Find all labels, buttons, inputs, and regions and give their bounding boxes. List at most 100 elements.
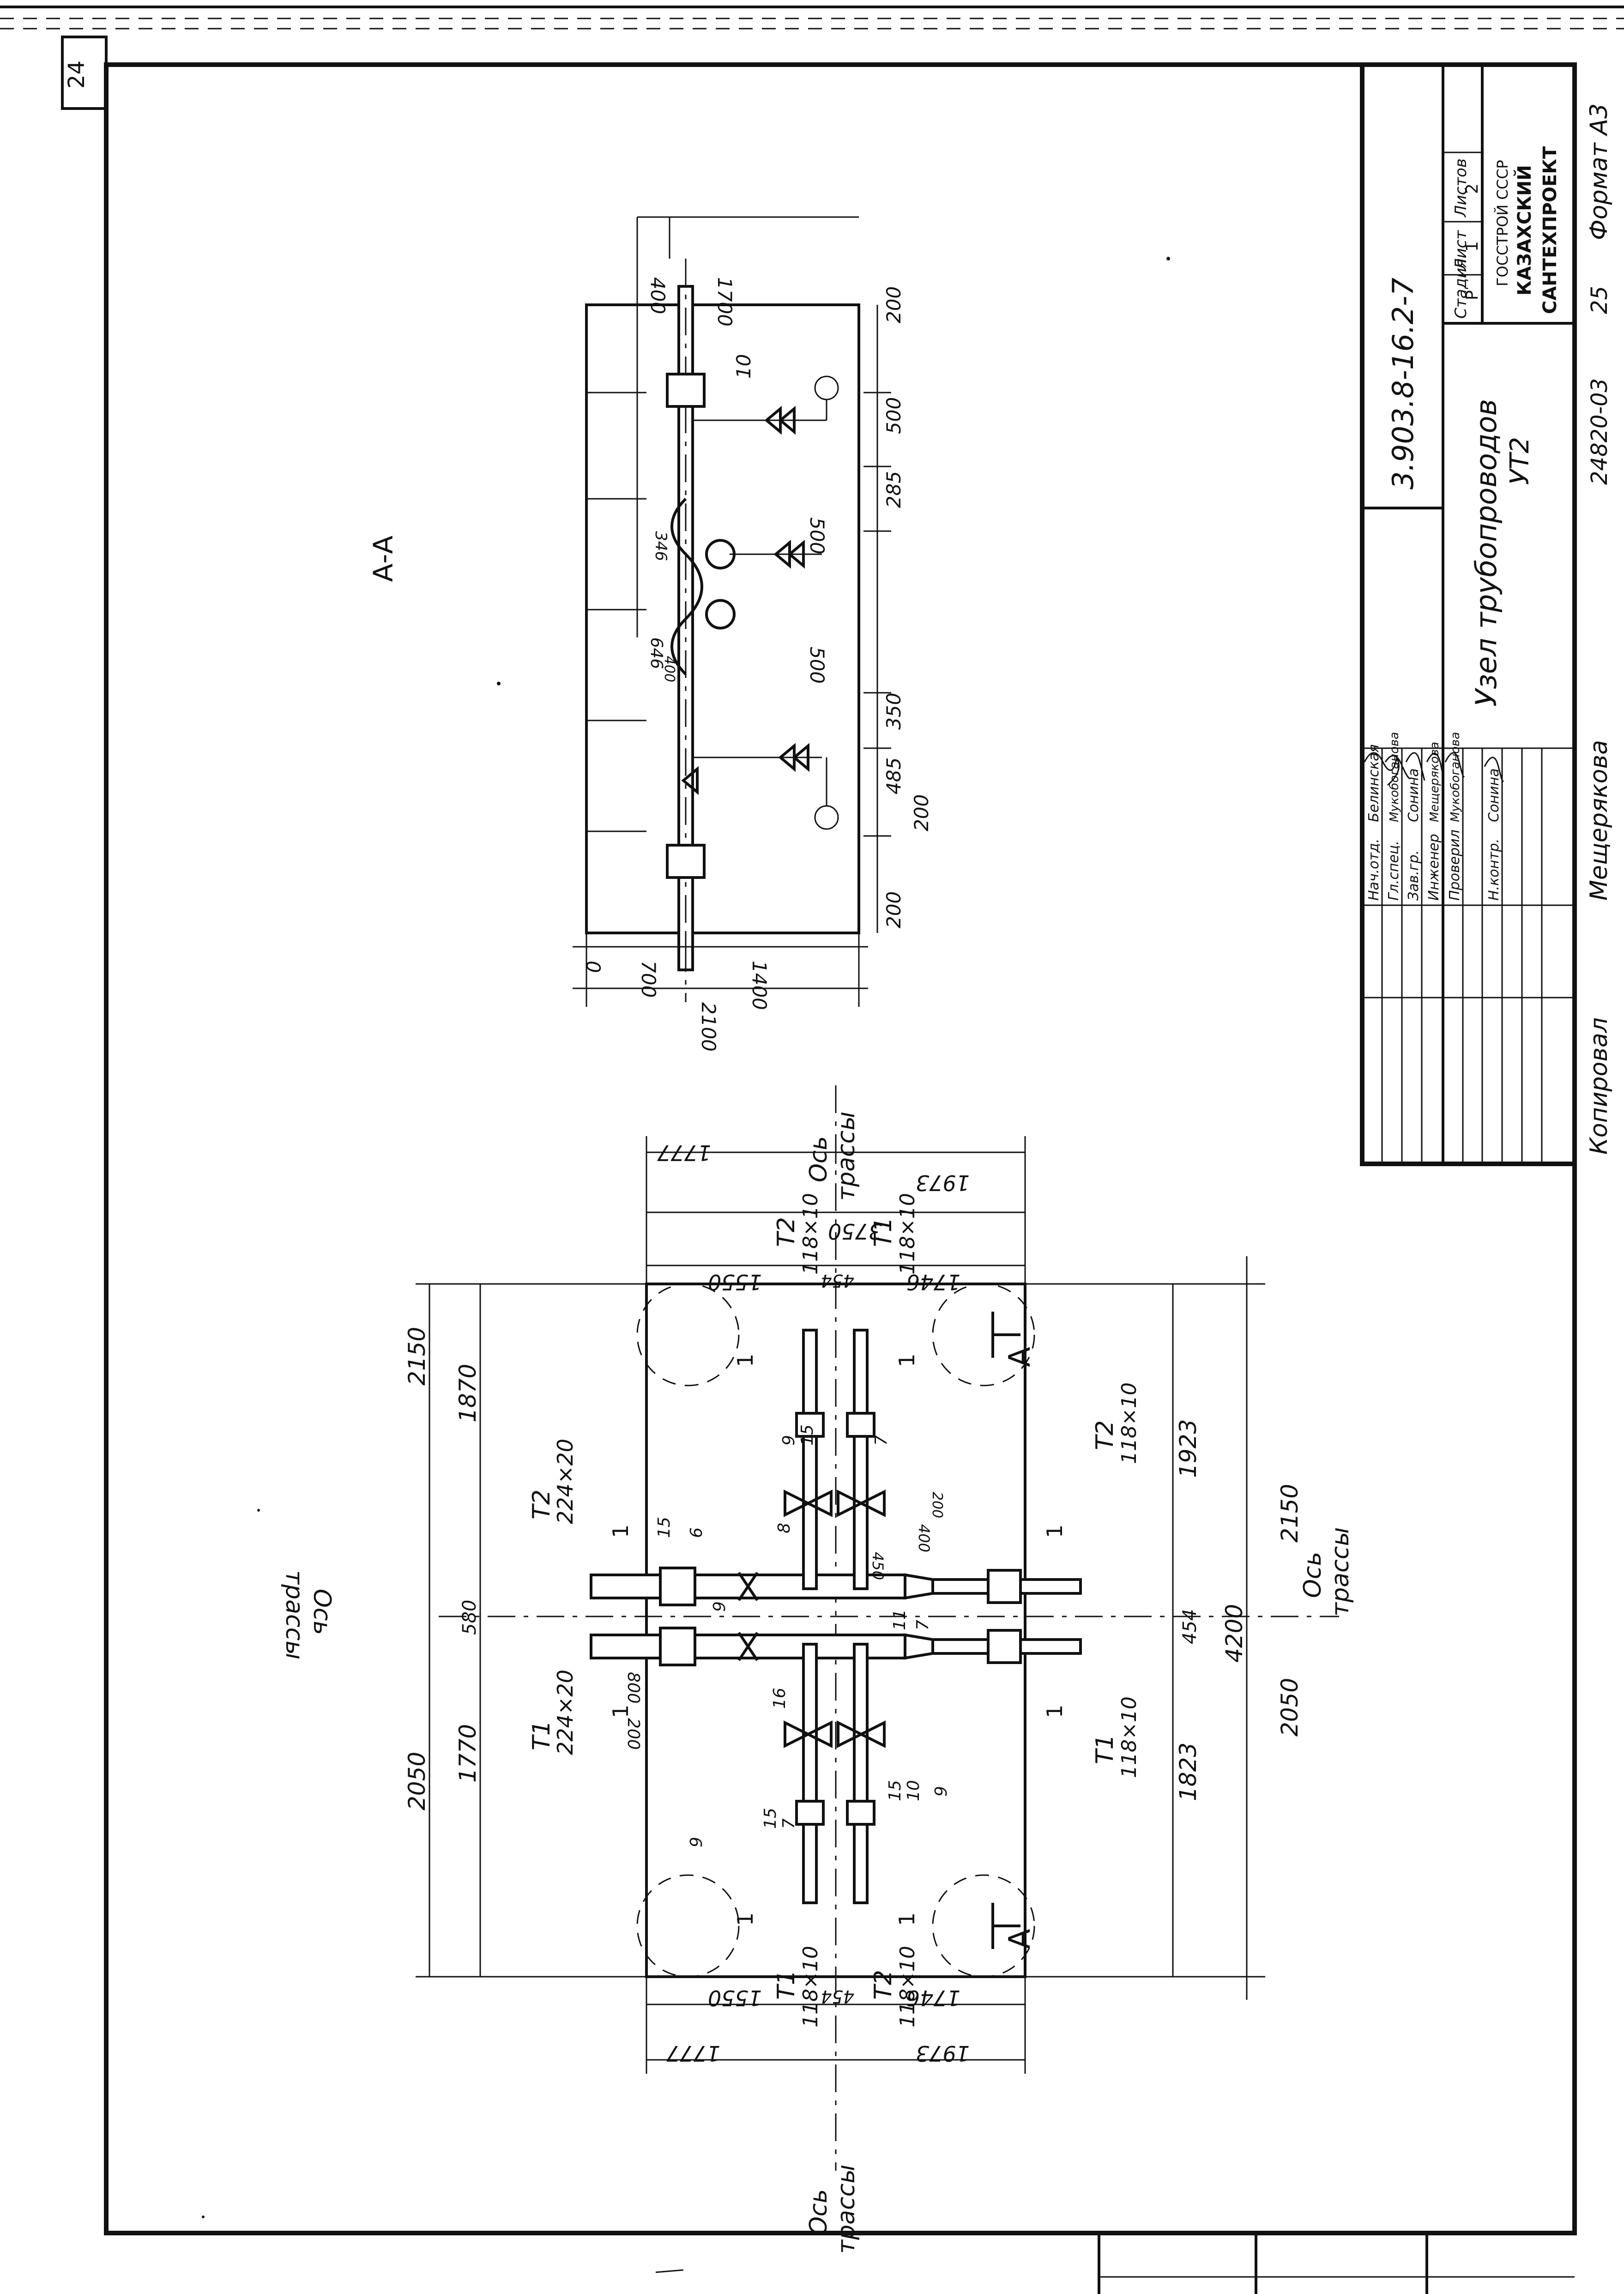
staff-role: Проверил: [1447, 829, 1463, 901]
pipe-size: 118×10: [1117, 1696, 1141, 1778]
dim-text: 200: [882, 286, 905, 323]
staff-name: Сонина: [1486, 769, 1502, 822]
staff-name: Мещерякова: [1428, 742, 1442, 822]
title-line-1: Узел трубопроводов: [1469, 399, 1503, 707]
sheet-header: Лист: [1452, 230, 1470, 271]
pipe-size: 118×10: [1117, 1382, 1141, 1464]
top-binding-lines: [0, 6, 1624, 30]
title-line-2: УТ2: [1505, 437, 1535, 485]
dim-text: 3750: [828, 1219, 882, 1244]
position-number: 15: [761, 1808, 780, 1829]
position-number: 7: [913, 1620, 932, 1630]
org-line-3: САНТЕХПРОЕКТ: [1539, 146, 1561, 314]
position-number: 15: [798, 1424, 817, 1446]
dim-text: 400: [661, 656, 677, 682]
dim-text: 0: [582, 961, 604, 973]
pipe-label: Т1: [1091, 1734, 1119, 1764]
axis-label: Ось: [1299, 1552, 1327, 1598]
position-number: 7: [779, 1818, 798, 1829]
signature-scribble: [1405, 752, 1425, 781]
signature-scribble: [1364, 752, 1400, 786]
dim-text: 450: [869, 1552, 887, 1580]
position-number: 9: [932, 1786, 951, 1797]
dim-text: 4200: [1221, 1604, 1248, 1663]
section-marker: А: [1003, 1347, 1037, 1367]
position-number: 9: [779, 1435, 798, 1446]
dim-text: 1400: [748, 961, 771, 1010]
signature-scribble: [1484, 757, 1504, 782]
page-ref: 25: [1587, 286, 1612, 314]
position-number: 8: [775, 1523, 794, 1533]
section-marker-1: 1: [894, 1913, 919, 1926]
dim-text: 454: [821, 1271, 854, 1291]
dim-text: 1746: [906, 1270, 960, 1295]
section-marker-1: 1: [733, 1913, 758, 1926]
copied-label: Копировал: [1585, 1017, 1613, 1155]
dim-text: 400: [915, 1524, 933, 1552]
pipe-label: Т1: [773, 1970, 800, 2000]
bottom-stub: [1098, 2233, 1575, 2294]
dim-text: 2050: [404, 1752, 430, 1810]
org-line-1: ГОССТРОЙ СССР: [1494, 160, 1511, 286]
org-line-2: КАЗАХСКИЙ: [1513, 165, 1535, 296]
dim-text: 1973: [916, 1170, 970, 1195]
dim-text: 1973: [916, 2041, 970, 2066]
pipe-label: Т2: [528, 1489, 555, 1519]
pipe-size: 118×10: [896, 1946, 919, 2028]
dim-text: 1823: [1175, 1743, 1201, 1801]
section-marker: А: [1003, 1929, 1037, 1949]
format-label: Формат А3: [1585, 103, 1613, 240]
dim-text: 2150: [404, 1327, 430, 1386]
dim-text: 454: [821, 1986, 854, 2007]
axis-label: трассы: [280, 1570, 308, 1659]
signature-scribble: [1426, 752, 1445, 784]
dim-text: 1700: [713, 277, 736, 327]
page-number: 24: [64, 61, 90, 89]
position-number: 11: [890, 1609, 909, 1630]
position-number: 15: [886, 1780, 905, 1801]
dim-text: 1770: [454, 1724, 481, 1783]
dim-text: 1870: [454, 1364, 481, 1422]
pipe-size: 118×10: [896, 1193, 919, 1275]
stage-value: Р: [1463, 290, 1482, 300]
dim-text: 485: [882, 757, 905, 794]
pipe-label: Т1: [869, 1217, 897, 1247]
section-a-a: А-А 10 400 1700: [368, 216, 933, 1052]
pipe-size: 224×20: [553, 1670, 578, 1755]
title-block: 3.903.8-16.2-7 Узел трубопроводов УТ2 Ст…: [1360, 62, 1613, 1166]
axis-label: трассы: [833, 2165, 860, 2254]
dim-text: 1550: [708, 1270, 762, 1295]
copier-name: Мещерякова: [1585, 740, 1613, 901]
scan-specks: [202, 257, 1170, 2273]
dim-text: 580: [459, 1600, 480, 1635]
section-marker-1: 1: [733, 1354, 758, 1367]
dim-text: 2050: [1276, 1678, 1303, 1737]
staff-role: Н.контр.: [1486, 839, 1502, 901]
dim-text: 500: [806, 517, 828, 554]
dim-text: 800: [624, 1672, 643, 1704]
signature-scribble: [1384, 755, 1412, 780]
position-number: 9: [687, 1837, 706, 1847]
position-number: 7: [872, 1435, 891, 1446]
section-marker-1: 1: [608, 1525, 633, 1538]
dim-text: 1746: [906, 1985, 960, 2010]
staff-role: Гл.спец.: [1386, 841, 1402, 901]
stage-header: Стадия: [1452, 259, 1470, 319]
position-label: 10: [732, 354, 755, 379]
axis-label: Ось: [308, 1589, 336, 1635]
dim-text: 350: [882, 693, 905, 730]
signature-scribble: [1444, 752, 1465, 778]
pipe-label: Т2: [1091, 1420, 1119, 1450]
pipe-size: 118×10: [799, 1946, 822, 2028]
dim-text: 454: [1179, 1609, 1201, 1644]
section-marker-1: 1: [894, 1354, 919, 1367]
axis-label: трассы: [1327, 1527, 1354, 1616]
section-title: А-А: [368, 535, 399, 582]
sheets-value: 2: [1463, 183, 1482, 194]
dim-text: 200: [910, 794, 933, 831]
dim-text: 200: [624, 1718, 643, 1750]
dim-text: 1777: [666, 2041, 720, 2066]
pipe-label: Т2: [773, 1217, 800, 1247]
sheet-value: 1: [1463, 241, 1482, 252]
